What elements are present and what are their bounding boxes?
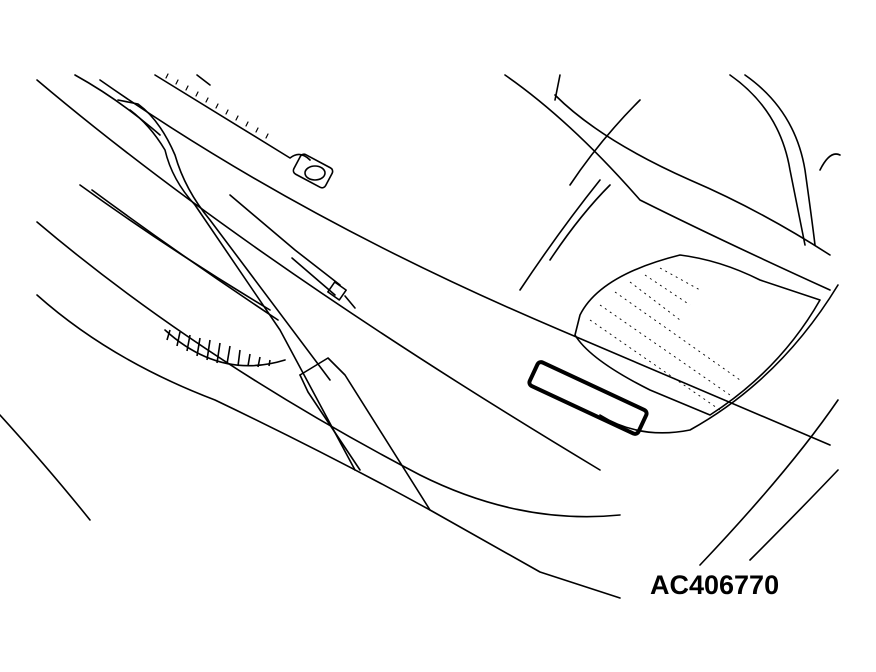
hood-panel [504, 74, 841, 566]
washer-nozzle [229, 194, 356, 309]
label-area [527, 360, 649, 436]
shadow-hatch [164, 329, 286, 368]
windshield-lines [0, 74, 831, 599]
cowl-vent-grille [154, 73, 334, 189]
headlamp-lens [574, 254, 821, 416]
figure-id-label: AC406770 [650, 570, 780, 600]
wiper-arm [117, 99, 431, 511]
